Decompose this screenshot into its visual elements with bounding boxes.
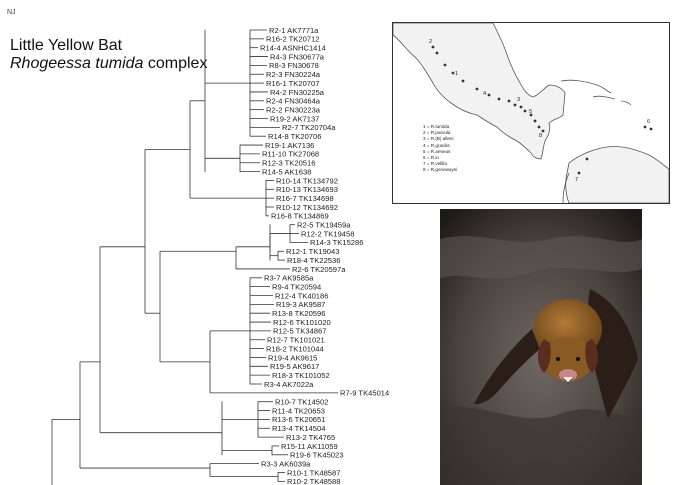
- tree-leaf-label: R2-5 TK19459a: [297, 221, 351, 230]
- tree-leaf-label: R12-1 TK19043: [286, 247, 339, 256]
- tree-leaf-label: R12-7 TK101021: [267, 336, 325, 345]
- tree-leaf-label: R2-2 FN30223a: [266, 105, 321, 114]
- tree-leaf-label: R10-2 TK48588: [287, 477, 340, 485]
- map-point-label-5: 5: [529, 109, 532, 115]
- tree-leaf-label: R10-7 TK14502: [275, 398, 328, 407]
- tree-leaf-label: R19-2 AK7137: [270, 114, 319, 123]
- map-point-label-6: 6: [647, 119, 650, 125]
- tree-leaf-label: R12-5 TK34867: [273, 327, 326, 336]
- map-point-label-3: 3: [517, 97, 520, 103]
- bat-photo: [440, 209, 642, 485]
- tree-leaf-label: R3-3 AK6039a: [261, 459, 311, 468]
- tree-leaf-label: R12-4 TK40186: [275, 291, 328, 300]
- tree-leaf-label: R18-4 TK22536: [287, 256, 340, 265]
- map-caribbean-islands: [561, 80, 631, 105]
- tree-leaf-label: R18-2 TK101044: [266, 344, 324, 353]
- tree-leaf-label: R10-1 TK48587: [287, 468, 340, 477]
- tree-leaf-label: R19-3 AK9587: [276, 300, 325, 309]
- tree-leaf-label: R14-5 AK1638: [262, 167, 311, 176]
- tree-leaf-label: R2-7 TK20704a: [282, 123, 336, 132]
- tree-leaf-label: R14-8 TK20706: [268, 132, 321, 141]
- tree-leaf-label: R19-1 AK7136: [265, 141, 314, 150]
- tree-leaf-label: R10-12 TK134692: [276, 203, 338, 212]
- tree-leaf-label: R7-9 TK45014: [340, 389, 389, 398]
- tree-leaf-label: R13-2 TK4765: [286, 433, 335, 442]
- tree-leaf-label: R2-4 FN30464a: [266, 97, 321, 106]
- distribution-map: 1 2 3 4 5 6 7 8 1 = R.tumida 2 = R.parvu…: [392, 22, 670, 204]
- tree-leaf-label: R14-3 TK15286: [310, 238, 363, 247]
- tree-leaf-label: R2-6 TK20597a: [292, 265, 346, 274]
- tree-leaf-label: R16-7 TK134698: [276, 194, 334, 203]
- tree-leaf-label: R12-6 TK101020: [273, 318, 331, 327]
- tree-leaf-label: R10-13 TK134693: [276, 185, 338, 194]
- tree-leaf-label: R8-3 FN30678: [269, 61, 319, 70]
- tree-leaf-label: R13-6 TK20651: [272, 415, 325, 424]
- map-south-america: [566, 146, 669, 203]
- bat-eye: [556, 357, 560, 361]
- tree-leaf-label: R15-11 AK11059: [281, 442, 338, 451]
- tree-leaf-label: R11-4 TK20653: [272, 406, 325, 415]
- tree-leaf-label: R16-8 TK134869: [271, 212, 329, 221]
- tree-leaf-label: R19-6 TK45023: [290, 451, 343, 460]
- tree-leaf-label: R19-4 AK9615: [268, 353, 317, 362]
- tree-leaf-label: R4-3 FN30677a: [270, 52, 325, 61]
- phylogenetic-tree: R2-1 AK7771aR16-2 TK20712R14-4 ASNHC1414…: [0, 0, 440, 485]
- map-point-label-8: 8: [539, 133, 542, 139]
- tree-leaf-label: R10-14 TK134792: [276, 176, 338, 185]
- tree-leaf-label: R12-3 TK20516: [262, 159, 315, 168]
- rock-texture: [440, 407, 642, 485]
- tree-leaf-label: R13-8 TK20596: [272, 309, 325, 318]
- bat-illustration: [440, 209, 642, 485]
- tree-leaf-label: R18-3 TK101052: [272, 371, 330, 380]
- legend-item: 3 = R.(B) alleni: [423, 136, 457, 142]
- map-legend: 1 = R.tumida 2 = R.parvula 3 = R.(B) all…: [423, 124, 457, 174]
- legend-item: 8 = R.genowaysi: [423, 167, 457, 173]
- map-drawing: 1 2 3 4 5 6 7 8: [393, 23, 669, 203]
- tree-leaf-label: R16-1 TK20707: [266, 79, 319, 88]
- bat-eye: [576, 357, 580, 361]
- tree-leaf-label: R13-4 TK14504: [272, 424, 325, 433]
- tree-leaf-label: R3-4 AK7022a: [264, 380, 314, 389]
- tree-leaf-label: R16-2 TK20712: [266, 35, 319, 44]
- map-point-label-2: 2: [429, 39, 432, 45]
- tree-leaf-label: R19-5 AK9617: [270, 362, 319, 371]
- tree-leaf-label: R14-4 ASNHC1414: [260, 44, 326, 53]
- tree-leaf-label: R2-3 FN30224a: [266, 70, 321, 79]
- tree-leaf-label: R12-2 TK19458: [301, 229, 354, 238]
- map-point-label-4: 4: [483, 91, 486, 97]
- tree-leaf-label: R2-1 AK7771a: [269, 26, 319, 35]
- map-point-label-1: 1: [455, 71, 458, 77]
- tree-leaf-label: R9-4 TK20594: [272, 282, 321, 291]
- tree-leaf-label: R11-10 TK27068: [262, 150, 319, 159]
- map-point-label-7: 7: [575, 177, 578, 183]
- tree-leaf-label: R3-7 AK9585a: [264, 274, 314, 283]
- tree-leaf-label: R4-2 FN30225a: [270, 88, 325, 97]
